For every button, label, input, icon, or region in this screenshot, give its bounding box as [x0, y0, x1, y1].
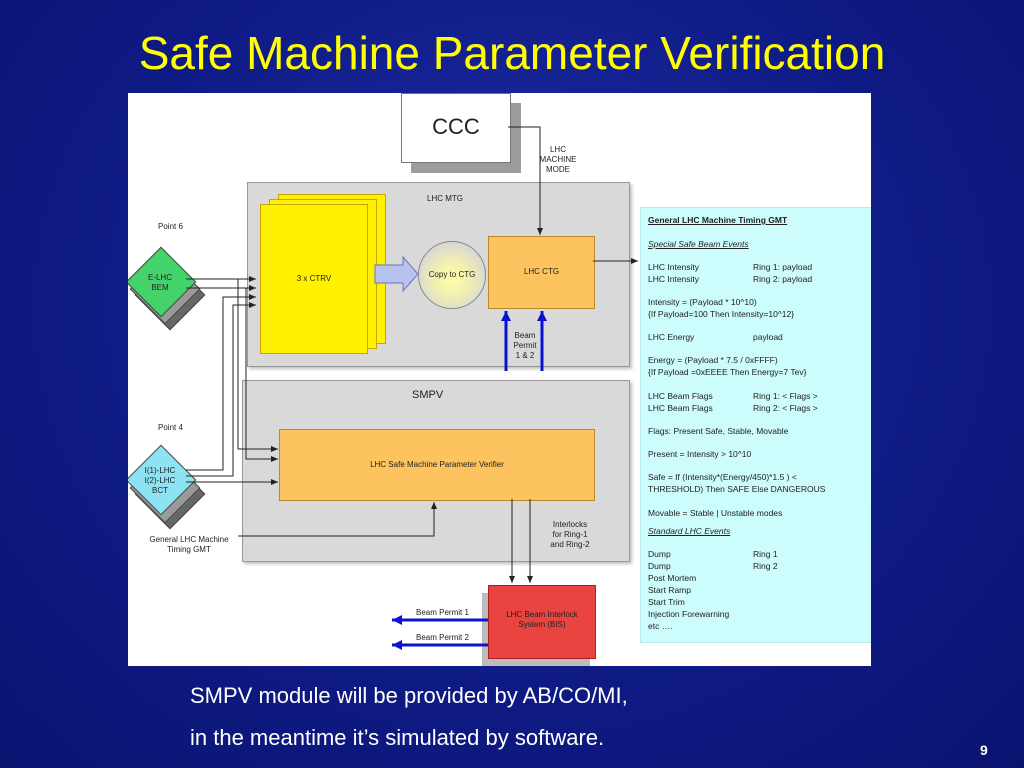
elhc-bem-label: E-LHC BEM [147, 273, 172, 292]
point6-label: Point 6 [158, 222, 183, 231]
info-line-value: Ring 2: payload [753, 274, 813, 284]
lhc-ctg-box: LHC CTG [488, 236, 595, 309]
gmt-source-label: General LHC Machine Timing GMT [149, 535, 229, 554]
info-line-value: payload [753, 332, 783, 342]
standard-events-heading: Standard LHC Events [648, 526, 731, 536]
info-line: Safe = If (Intensity*(Energy/450)*1.5 ) … [648, 472, 797, 482]
footer-line-2: in the meantime it’s simulated by softwa… [190, 725, 605, 750]
info-line-value: Ring 1 [753, 549, 778, 559]
bct-label: I(1)-LHC I(2)-LHC BCT [144, 466, 176, 495]
beam-permit-label: Beam Permit 1 & 2 [513, 331, 537, 360]
info-line: Start Ramp [648, 585, 691, 595]
ccc-box: CCC [401, 93, 511, 163]
info-line: Flags: Present Safe, Stable, Movable [648, 426, 789, 436]
info-line: etc …. [648, 621, 673, 631]
ccc-label: CCC [432, 114, 480, 139]
ctrv-card-front: 3 x CTRV [260, 204, 368, 354]
info-line: THRESHOLD) Then SAFE Else DANGEROUS [648, 484, 826, 494]
bis-label: LHC Beam Interlock System (BIS) [506, 610, 578, 629]
beam-permit-1-label: Beam Permit 1 [416, 608, 469, 617]
info-heading: General LHC Machine Timing GMT [648, 215, 788, 225]
lhc-machine-mode-label: LHC MACHINE MODE [539, 145, 577, 174]
info-line: {If Payload =0xEEEE Then Energy=7 Tev} [648, 367, 807, 377]
info-line: Start Trim [648, 597, 685, 607]
slide-title: Safe Machine Parameter Verification [138, 27, 886, 79]
point4-label: Point 4 [158, 423, 183, 432]
lhc-mtg-label: LHC MTG [427, 194, 463, 203]
page-number: 9 [980, 742, 988, 758]
diagram-panel: CCC LHC MACHINE MODE LHC MTG 3 x CTRV Co… [128, 93, 871, 666]
info-line: Injection Forewarning [648, 609, 730, 619]
info-line: LHC Beam Flags [648, 403, 713, 413]
smpv-verifier-box: LHC Safe Machine Parameter Verifier [279, 429, 595, 501]
info-line-value: Ring 1: < Flags > [753, 391, 818, 401]
info-line-value: Ring 2 [753, 561, 778, 571]
safe-events-heading: Special Safe Beam Events [648, 239, 749, 249]
info-line: LHC Intensity [648, 262, 700, 272]
diagram-connectors [186, 126, 638, 650]
info-line-value: Ring 1: payload [753, 262, 813, 272]
beam-permit-2-label: Beam Permit 2 [416, 633, 469, 642]
info-line: Intensity = (Payload * 10^10) [648, 297, 757, 307]
info-line: {If Payload=100 Then Intensity=10^12} [648, 309, 795, 319]
smpv-label: SMPV [412, 389, 444, 401]
info-line: Dump [648, 561, 671, 571]
verifier-label: LHC Safe Machine Parameter Verifier [370, 460, 504, 469]
info-line: LHC Energy [648, 332, 695, 342]
gmt-info-panel: General LHC Machine Timing GMT Special S… [640, 207, 871, 643]
copy-to-ctg-circle: Copy to CTG [418, 241, 486, 309]
lhc-ctg-label: LHC CTG [523, 267, 560, 276]
info-line: Present = Intensity > 10^10 [648, 449, 752, 459]
footer-line-1: SMPV module will be provided by AB/CO/MI… [190, 683, 628, 708]
copy-to-ctg-label: Copy to CTG [428, 270, 476, 279]
interlocks-label: Interlocks for Ring-1 and Ring-2 [550, 520, 590, 549]
info-line: LHC Intensity [648, 274, 700, 284]
info-line-value: Ring 2: < Flags > [753, 403, 818, 413]
info-line: Post Mortem [648, 573, 697, 583]
bis-box: LHC Beam Interlock System (BIS) [488, 585, 596, 659]
info-line: Dump [648, 549, 671, 559]
info-line: LHC Beam Flags [648, 391, 713, 401]
info-line: Movable = Stable | Unstable modes [648, 508, 783, 518]
ctrv-label: 3 x CTRV [296, 274, 332, 283]
info-line: Energy = (Payload * 7.5 / 0xFFFF) [648, 355, 778, 365]
